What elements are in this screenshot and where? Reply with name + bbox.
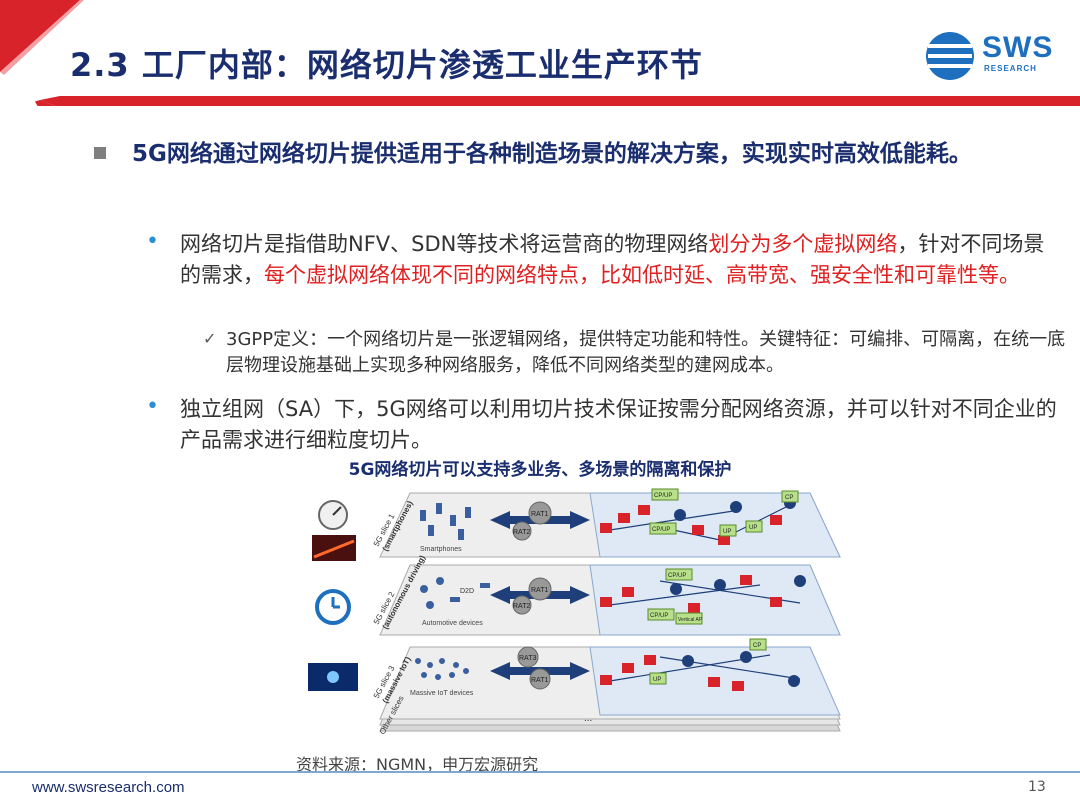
bullet-1-text-b: ，针对不同场景的需求， [180, 232, 1045, 287]
slice-3-layer [379, 646, 841, 732]
bullet-1-text-a: 网络切片是指借助NFV、SDN等技术将运营商的物理网络 [180, 232, 709, 256]
source-note: 资料来源：NGMN，申万宏源研究 [296, 755, 539, 774]
rat1-label-3: RAT1 [531, 677, 548, 684]
sws-logo-icon [926, 32, 974, 80]
slice-3-devices: Massive IoT devices [410, 690, 474, 697]
bullet-dot-icon: • [146, 229, 159, 254]
car-devices [420, 577, 490, 609]
page-title: 2.3 工厂内部：网络切片渗透工业生产环节 [70, 46, 703, 84]
page-number: 13 [1028, 779, 1046, 795]
bullet-1-highlight-a: 划分为多个虚拟网络 [708, 232, 898, 256]
rat2-label-1: RAT2 [513, 529, 530, 536]
main-point: 5G网络通过网络切片提供适用于各种制造场景的解决方案，实现实时高效低能耗。 [132, 141, 972, 167]
square-bullet-icon [94, 147, 106, 159]
figure-title: 5G网络切片可以支持多业务、多场景的隔离和保护 [348, 460, 732, 480]
footer-url[interactable]: www.swsresearch.com [32, 779, 185, 796]
sub-bullet-3gpp: 3GPP定义：一个网络切片是一张逻辑网络，提供特定功能和特性。关键特征：可编排、… [226, 329, 1066, 376]
node-cp-1: CP [785, 495, 793, 501]
slice-1-devices: Smartphones [420, 546, 462, 553]
smartphone-devices [420, 503, 471, 540]
slice-2-d2d: D2D [460, 588, 474, 595]
node-cpup-2: CP/UP [652, 527, 670, 533]
network-slicing-figure: 5G slice 1 (smartphones) 5G slice 2 (aut… [308, 488, 841, 736]
rat1-label-2: RAT1 [531, 587, 548, 594]
logo-text: SWS [982, 31, 1054, 64]
header-decoration [0, 0, 1080, 110]
slice-2-nodes [600, 568, 806, 625]
rat1-label-1: RAT1 [531, 511, 548, 518]
rat2-label-2: RAT2 [513, 603, 530, 610]
rat3-label: RAT3 [519, 655, 536, 662]
rat-star-icons [512, 501, 552, 690]
node-cpup-3: CP/UP [668, 573, 686, 579]
speedometer-icon [318, 500, 348, 530]
node-cpup-4: CP/UP [650, 613, 668, 619]
bullet-1: 网络切片是指借助NFV、SDN等技术将运营商的物理网络划分为多个虚拟网络，针对不… [180, 229, 1060, 291]
node-vertical-ap: Vertical AP [678, 617, 703, 623]
node-up-3: UP [653, 677, 661, 683]
slice-3-nodes [600, 638, 800, 691]
slice-2-devices: Automotive devices [422, 620, 483, 627]
node-cp-2: CP [753, 643, 761, 649]
slice-1-nodes [600, 488, 799, 545]
node-up-1: UP [723, 529, 731, 535]
bullet-1-highlight-b: 每个虚拟网络体现不同的网络特点，比如低时延、高带宽、强安全性和可靠性等。 [264, 263, 1020, 287]
clock-icon [315, 589, 351, 625]
logo-subtext: RESEARCH [984, 64, 1037, 73]
figure-ellipsis: ... [584, 713, 592, 724]
checkmark-icon: ✓ [203, 329, 217, 348]
node-up-2: UP [749, 525, 757, 531]
footer-divider [0, 771, 1080, 773]
bullet-2: 独立组网（SA）下，5G网络可以利用切片技术保证按需分配网络资源，并可以针对不同… [180, 397, 1057, 452]
iot-devices [415, 658, 469, 680]
node-cpup-1: CP/UP [654, 493, 672, 499]
bullet-dot-icon: • [146, 394, 159, 419]
